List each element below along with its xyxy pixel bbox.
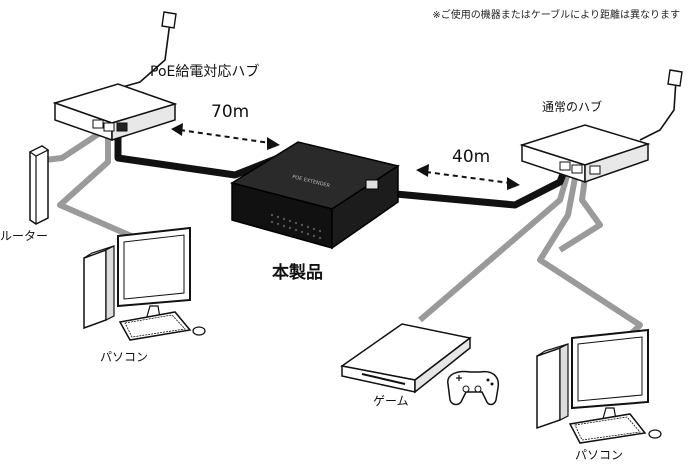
cable-poe [114, 135, 280, 179]
cable-pc-right-2 [558, 177, 603, 253]
product-label: 本製品 [272, 263, 323, 283]
distance-note: ※ご使用の機器またはケーブルにより距離は異なります [432, 10, 680, 21]
router [28, 145, 50, 225]
pc-left [83, 226, 206, 341]
cable-pc-left [57, 134, 147, 245]
poe-hub-label: PoE給電対応ハブ [150, 64, 260, 80]
game-label: ゲーム [373, 394, 409, 408]
arrow-70m [179, 129, 271, 144]
black-cables [114, 135, 567, 209]
gamepad [447, 370, 500, 406]
pc-right-label: パソコン [575, 448, 624, 462]
distance-right-label: 40m [452, 147, 491, 167]
pc-right [536, 328, 662, 444]
distance-left-label: 70m [211, 102, 250, 122]
poe-extender: POE EXTENDER [230, 141, 400, 250]
normal-hub-label: 通常のハブ [542, 100, 603, 114]
cable-game [418, 175, 570, 323]
cable-out [384, 172, 567, 209]
poe-hub [52, 11, 178, 142]
cable-router [44, 130, 102, 163]
poe-hub-power-cord [104, 21, 171, 93]
arrow-40m [425, 171, 511, 184]
arrow-40m-head-left [416, 164, 429, 177]
arrow-70m-head-left [171, 123, 183, 136]
normal-hub-power-cord [639, 79, 677, 141]
distance-arrows [171, 123, 520, 190]
game-console [340, 323, 472, 394]
arrow-70m-head-right [267, 137, 280, 150]
poe-hub-plug [161, 11, 177, 29]
router-label: ルーター [0, 229, 49, 243]
pc-left-label: パソコン [100, 350, 149, 364]
normal-hub-plug [667, 69, 683, 87]
normal-hub [519, 69, 683, 184]
arrow-40m-head-right [507, 177, 520, 190]
